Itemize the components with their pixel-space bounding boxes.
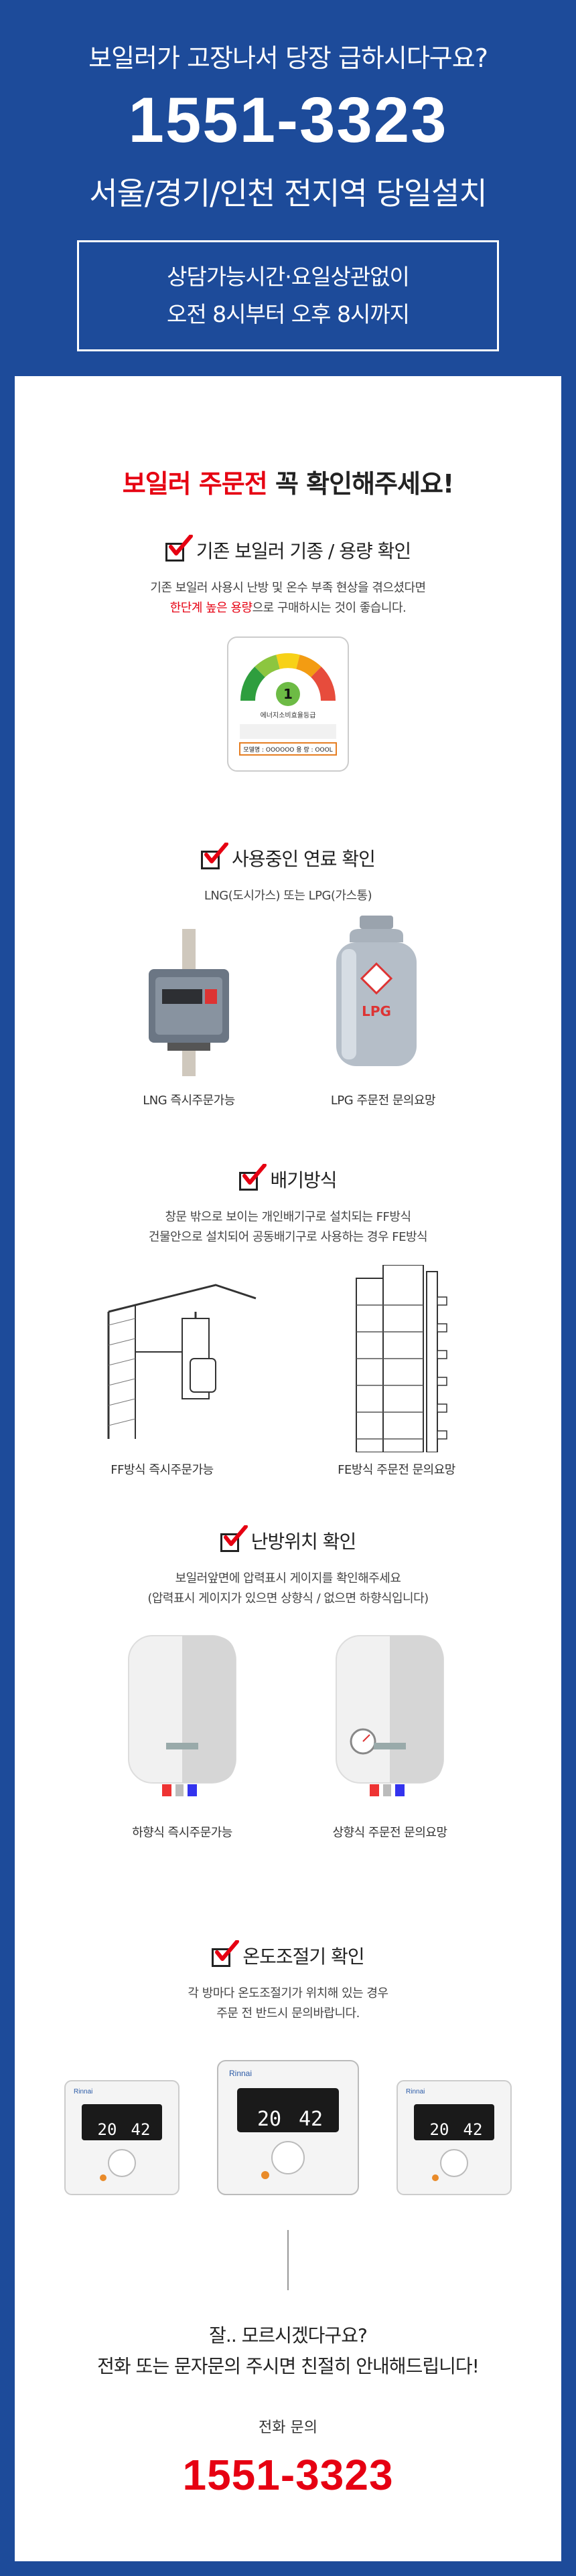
header-phone[interactable]: 1551-3323 bbox=[128, 84, 448, 156]
svg-text:Rinnai: Rinnai bbox=[406, 2088, 425, 2095]
checkbox-icon bbox=[239, 1164, 267, 1191]
lng-label: LNG 즉시주문가능 bbox=[143, 1094, 235, 1108]
section-title: 배기방식 bbox=[270, 1169, 337, 1191]
svg-text:42: 42 bbox=[299, 2108, 323, 2131]
fe-label: FE방식 주문전 문의요망 bbox=[338, 1463, 455, 1477]
svg-text:1: 1 bbox=[283, 686, 293, 702]
svg-text:에너지소비효율등급: 에너지소비효율등급 bbox=[261, 711, 316, 719]
section-title: 난방위치 확인 bbox=[250, 1531, 356, 1553]
downward-label: 하향식 즉시주문가능 bbox=[132, 1826, 232, 1840]
checkbox-icon bbox=[165, 535, 193, 562]
svg-text:Rinnai: Rinnai bbox=[229, 2069, 252, 2078]
header-question: 보일러가 고장나서 당장 급하시다구요? bbox=[88, 44, 488, 73]
svg-text:20: 20 bbox=[98, 2120, 117, 2139]
svg-text:20: 20 bbox=[430, 2120, 449, 2139]
hours-line-1: 상담가능시간·요일상관없이 bbox=[167, 264, 410, 290]
checkbox-icon bbox=[212, 1940, 240, 1967]
svg-text:Rinnai: Rinnai bbox=[74, 2088, 92, 2095]
thermostat-icon: Rinnai 20 42 bbox=[397, 2080, 512, 2195]
card-title-black: 꼭 확인해주세요! bbox=[267, 469, 454, 499]
ff-exhaust-diagram bbox=[107, 1284, 257, 1439]
svg-text:LPG: LPG bbox=[362, 1003, 391, 1019]
checklist-card: 보일러 주문전 꼭 확인해주세요! 기존 보일러 기종 / 용량 확인 기존 보… bbox=[15, 376, 561, 2561]
section-fuel: 사용중인 연료 확인 LNG(도시가스) 또는 LPG(가스통) LNG 즉시주… bbox=[15, 843, 561, 1116]
section-heating-position: 난방위치 확인 보일러앞면에 압력표시 게이지를 확인해주세요 (압력표시 게이… bbox=[15, 1525, 561, 1877]
svg-text:42: 42 bbox=[131, 2120, 151, 2139]
section-desc: 창문 밖으로 보이는 개인배기구로 설치되는 FF방식 건물안으로 설치되어 공… bbox=[148, 1210, 428, 1244]
svg-text:42: 42 bbox=[463, 2120, 483, 2139]
section-title: 사용중인 연료 확인 bbox=[232, 848, 376, 870]
header: 보일러가 고장나서 당장 급하시다구요? 1551-3323 서울/경기/인천 … bbox=[0, 0, 576, 375]
thermostat-icon: Rinnai 20 42 bbox=[64, 2080, 179, 2195]
divider-line bbox=[287, 2230, 289, 2290]
footer-phone[interactable]: 1551-3323 bbox=[182, 2451, 394, 2499]
footer-contact: 잘.. 모르시겠다구요? 전화 또는 문자문의 주시면 친절히 안내해드립니다!… bbox=[15, 2320, 561, 2500]
section-desc: 기존 보일러 사용시 난방 및 온수 부족 현상을 겪으셨다면 한단계 높은 용… bbox=[150, 581, 426, 615]
section-title: 기존 보일러 기종 / 용량 확인 bbox=[196, 540, 411, 562]
lpg-label: LPG 주문전 문의요망 bbox=[330, 1094, 436, 1108]
gas-meter-icon bbox=[149, 929, 229, 1076]
footer-question-2: 전화 또는 문자문의 주시면 친절히 안내해드립니다! bbox=[97, 2355, 480, 2377]
card-title: 보일러 주문전 꼭 확인해주세요! bbox=[15, 463, 561, 500]
svg-text:20: 20 bbox=[257, 2108, 281, 2131]
lpg-tank-icon: LPG bbox=[336, 916, 417, 1066]
thermostat-row: Rinnai 20 42 Rinnai 20 42 bbox=[15, 2037, 561, 2225]
svg-text:모델명 : OOOOOO 용 량 : OOOL: 모델명 : OOOOOO 용 량 : OOOL bbox=[243, 746, 332, 754]
checkbox-icon bbox=[220, 1525, 248, 1552]
footer-question-1: 잘.. 모르시겠다구요? bbox=[209, 2324, 368, 2346]
fe-exhaust-diagram bbox=[356, 1265, 447, 1452]
energy-label-icon: 1 에너지소비효율등급 모델명 : OOOOOO 용 량 : OOOL bbox=[227, 636, 349, 772]
section-desc: 각 방마다 온도조절기가 위치해 있는 경우 주문 전 반드시 문의바랍니다. bbox=[188, 1986, 388, 2021]
section-desc: LNG(도시가스) 또는 LPG(가스통) bbox=[204, 889, 372, 903]
section-title: 온도조절기 확인 bbox=[242, 1946, 364, 1968]
checkbox-icon bbox=[201, 843, 229, 869]
thermostat-icon: Rinnai 20 42 bbox=[217, 2060, 359, 2195]
section-boiler-capacity: 기존 보일러 기종 / 용량 확인 기존 보일러 사용시 난방 및 온수 부족 … bbox=[15, 535, 561, 780]
footer-call-label: 전화 문의 bbox=[259, 2419, 317, 2436]
section-desc: 보일러앞면에 압력표시 게이지를 확인해주세요 (압력표시 게이지가 있으면 상… bbox=[147, 1571, 429, 1606]
section-exhaust: 배기방식 창문 밖으로 보이는 개인배기구로 설치되는 FF방식 건물안으로 설… bbox=[15, 1164, 561, 1499]
ff-label: FF방식 즉시주문가능 bbox=[111, 1463, 214, 1477]
hours-line-2: 오전 8시부터 오후 8시까지 bbox=[166, 301, 410, 327]
hours-box: 상담가능시간·요일상관없이 오전 8시부터 오후 8시까지 bbox=[77, 240, 499, 351]
section-thermostat: 온도조절기 확인 각 방마다 온도조절기가 위치해 있는 경우 주문 전 반드시… bbox=[15, 1940, 561, 2225]
card-title-red: 보일러 주문전 bbox=[122, 469, 268, 499]
downward-boiler-icon bbox=[128, 1635, 236, 1796]
upward-label: 상향식 주문전 문의요망 bbox=[332, 1826, 447, 1840]
service-area: 서울/경기/인천 전지역 당일설치 bbox=[89, 175, 487, 211]
upward-boiler-icon bbox=[336, 1635, 444, 1796]
